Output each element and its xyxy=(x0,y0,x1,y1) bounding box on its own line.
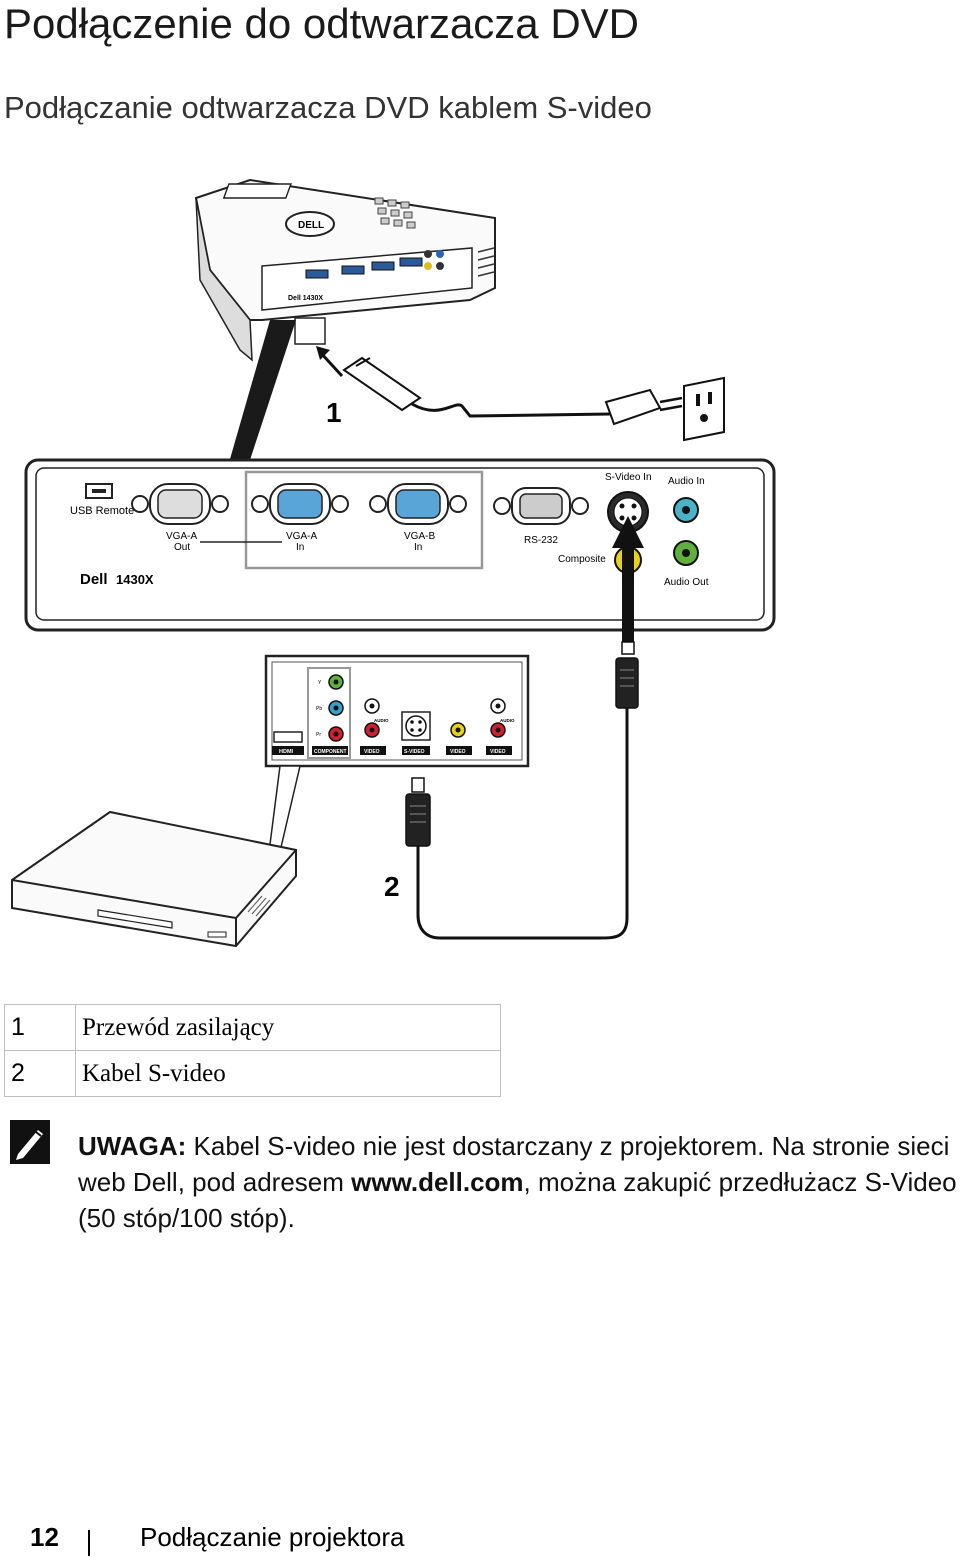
legend-label-1: Przewód zasilający xyxy=(75,1004,501,1051)
composite-label: Composite xyxy=(558,554,606,565)
projector-illustration: DELL Dell 1430X xyxy=(194,178,496,466)
page-title: Podłączenie do odtwarzacza DVD xyxy=(4,0,640,47)
svg-text:DELL: DELL xyxy=(298,220,324,231)
rs232-port xyxy=(493,487,589,525)
audio-out-label: Audio Out xyxy=(664,577,709,588)
section-subtitle: Podłączanie odtwarzacza DVD kablem S-vid… xyxy=(4,90,652,125)
audio-in-label: Audio In xyxy=(668,476,705,487)
panel-model: 1430X xyxy=(116,572,154,587)
dvd-pb-label: Pb xyxy=(316,706,322,712)
vga-a-out-label-2: Out xyxy=(174,542,190,553)
legend-table: 1 Przewód zasilający 2 Kabel S-video xyxy=(4,1004,501,1097)
dvd-pr-label: Pr xyxy=(316,732,321,738)
note-label: UWAGA: xyxy=(78,1131,187,1161)
legend-num-1: 1 xyxy=(4,1004,76,1051)
note-text-1: Kabel S-video nie jest dostarczany z pro… xyxy=(78,1131,950,1197)
vga-a-in-label-2: In xyxy=(296,542,304,553)
projector-rear-panel: USB Remote VGA-A Out VGA-A In VGA-B In xyxy=(24,458,776,632)
dvd-audio-1-label: AUDIO xyxy=(374,718,389,723)
vga-a-out-label-1: VGA-A xyxy=(166,531,197,542)
vga-a-in-port xyxy=(251,483,349,525)
svideo-connection-arrow xyxy=(612,516,644,709)
dell-website-link[interactable]: www.dell.com xyxy=(351,1167,524,1197)
table-row: 2 Kabel S-video xyxy=(4,1050,501,1097)
note-text: UWAGA: Kabel S-video nie jest dostarczan… xyxy=(78,1128,960,1236)
panel-brand: Dell xyxy=(80,571,108,588)
vga-b-in-label-1: VGA-B xyxy=(404,531,435,542)
svideo-plug xyxy=(405,777,431,847)
dvd-component-label: COMPONENT xyxy=(314,749,347,755)
usb-remote-label: USB Remote xyxy=(70,505,134,517)
dvd-svideo-label: S-VIDEO xyxy=(404,749,425,755)
callout-1: 1 xyxy=(326,397,342,428)
svideo-in-label: S-Video In xyxy=(605,472,652,483)
note-pencil-icon xyxy=(10,1120,50,1164)
connection-diagram: DELL Dell 1430X 1 xyxy=(11,178,776,948)
legend-label-2: Kabel S-video xyxy=(75,1050,501,1097)
vga-b-in-label-2: In xyxy=(414,542,422,553)
footer-section-title: Podłączanie projektora xyxy=(140,1522,405,1552)
vga-a-in-label-1: VGA-A xyxy=(286,531,317,542)
legend-num-2: 2 xyxy=(4,1050,76,1097)
dvd-y-label: Y xyxy=(318,680,322,686)
dvd-video-3-label: VIDEO xyxy=(490,749,506,755)
note-text-2: , można zakupić przedłużacz S-Video (50 … xyxy=(78,1167,957,1233)
svg-text:Dell 1430X: Dell 1430X xyxy=(288,295,323,302)
page-number: 12 xyxy=(30,1522,59,1552)
dvd-video-1-label: VIDEO xyxy=(364,749,380,755)
table-row: 1 Przewód zasilający xyxy=(4,1004,501,1051)
vga-b-in-port xyxy=(369,483,467,525)
callout-2: 2 xyxy=(384,871,400,902)
dvd-audio-2-label: AUDIO xyxy=(500,718,515,723)
dvd-player-illustration xyxy=(11,810,297,948)
rs232-label: RS-232 xyxy=(524,535,558,546)
dvd-rear-panel: HDMI Y Pb Pr COMPONENT AUDIO VIDEO S-VID… xyxy=(264,654,530,768)
dvd-video-2-label: VIDEO xyxy=(450,749,466,755)
footer-divider xyxy=(88,1530,90,1556)
vga-a-out-port xyxy=(131,483,229,525)
power-cord xyxy=(342,356,725,442)
dvd-hdmi-label: HDMI xyxy=(279,749,294,755)
